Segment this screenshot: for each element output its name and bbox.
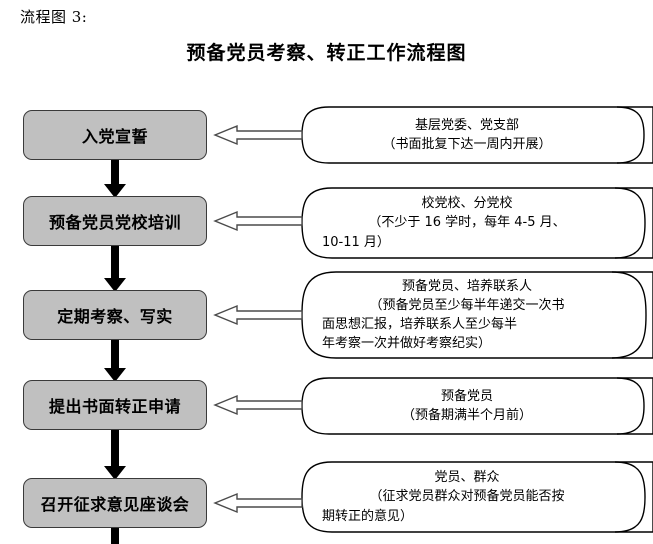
note-line: （不少于 16 学时，每年 4-5 月、 <box>368 215 566 231</box>
note-line: （预备党员至少每半年递交一次书 <box>369 297 565 313</box>
note-line: 基层党委、党支部 <box>414 117 519 133</box>
step-box-4[interactable]: 提出书面转正申请 <box>23 380 207 430</box>
note-shape-4: 预备党员 （预备期满半个月前） <box>300 377 653 435</box>
hollow-left-arrow-2 <box>213 210 303 232</box>
document-label: 流程图 3: <box>20 8 88 26</box>
page-title: 预备党员考察、转正工作流程图 <box>186 42 467 64</box>
arrow-down-icon <box>104 160 126 198</box>
arrow-down-icon <box>104 430 126 480</box>
note-line: 预备党员 <box>440 388 493 404</box>
note-line: 校党校、分党校 <box>421 196 513 212</box>
arrow-down-icon <box>104 246 126 292</box>
step-label: 召开征求意见座谈会 <box>40 495 190 514</box>
arrow-down-icon <box>104 340 126 382</box>
note-shape-2: 校党校、分党校 （不少于 16 学时，每年 4-5 月、 10-11 月） <box>300 187 653 259</box>
note-line: 10-11 月） <box>322 234 390 250</box>
hollow-left-arrow-3 <box>213 304 303 326</box>
down-arrow-3 <box>102 340 128 382</box>
note-line: （书面批复下达一周内开展） <box>382 137 552 152</box>
note-line: 年考察一次并做好考察纪实） <box>322 336 492 352</box>
down-arrow-4 <box>102 430 128 480</box>
step-box-2[interactable]: 预备党员党校培训 <box>23 196 207 246</box>
note-line: 期转正的意见） <box>322 508 414 524</box>
note-shape-5: 党员、群众 （征求党员群众对预备党员能否按 期转正的意见） <box>300 461 653 533</box>
step-label: 预备党员党校培训 <box>48 213 181 232</box>
step-label: 入党宣誓 <box>81 127 148 146</box>
step-box-5[interactable]: 召开征求意见座谈会 <box>23 478 207 528</box>
hollow-left-arrow-4 <box>213 394 303 416</box>
note-text-3: 预备党员、培养联系人 （预备党员至少每半年递交一次书 面思想汇报，培养联系人至少… <box>322 271 612 359</box>
note-shape-1: 基层党委、党支部 （书面批复下达一周内开展） <box>300 106 653 164</box>
note-text-4: 预备党员 （预备期满半个月前） <box>322 377 612 435</box>
step-label: 定期考察、写实 <box>57 307 173 326</box>
step-label: 提出书面转正申请 <box>48 397 181 416</box>
arrow-down-icon <box>111 528 119 544</box>
arrow-left-icon <box>213 394 303 416</box>
note-line: （征求党员群众对预备党员能否按 <box>369 489 565 505</box>
step-box-3[interactable]: 定期考察、写实 <box>23 290 207 340</box>
hollow-left-arrow-5 <box>213 492 303 514</box>
arrow-left-icon <box>213 492 303 514</box>
arrow-left-icon <box>213 124 303 146</box>
note-text-5: 党员、群众 （征求党员群众对预备党员能否按 期转正的意见） <box>322 461 612 533</box>
arrow-left-icon <box>213 210 303 232</box>
note-line: （预备期满半个月前） <box>401 408 532 423</box>
arrow-left-icon <box>213 304 303 326</box>
note-outline-2 <box>301 187 653 259</box>
note-shape-3: 预备党员、培养联系人 （预备党员至少每半年递交一次书 面思想汇报，培养联系人至少… <box>300 271 653 359</box>
step-box-1[interactable]: 入党宣誓 <box>23 110 207 160</box>
note-line: 面思想汇报，培养联系人至少每半 <box>322 317 518 332</box>
note-line: 党员、群众 <box>434 470 500 486</box>
down-arrow-5 <box>102 528 128 544</box>
note-text-2: 校党校、分党校 （不少于 16 学时，每年 4-5 月、 10-11 月） <box>322 187 612 259</box>
down-arrow-1 <box>102 160 128 198</box>
down-arrow-2 <box>102 246 128 292</box>
note-line: 预备党员、培养联系人 <box>401 278 532 294</box>
note-text-1: 基层党委、党支部 （书面批复下达一周内开展） <box>322 106 612 164</box>
hollow-left-arrow-1 <box>213 124 303 146</box>
